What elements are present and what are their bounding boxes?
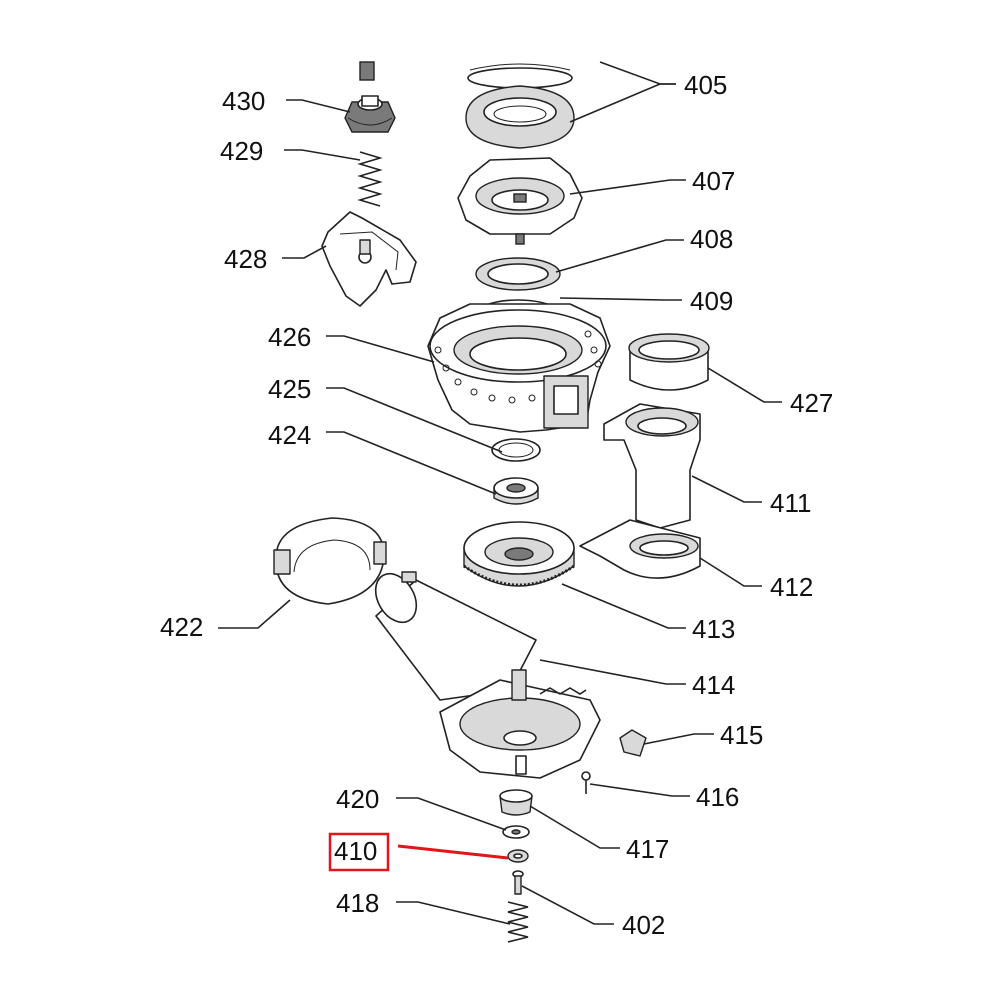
leader-427 (707, 367, 782, 403)
leader-430 (286, 99, 351, 113)
part-417-cap (499, 789, 533, 816)
leader-426 (326, 335, 435, 363)
part-422-clamp-ring (273, 517, 387, 605)
leader-420 (396, 797, 507, 831)
label-407: 407 (692, 166, 735, 196)
label-426: 426 (268, 322, 311, 352)
part-425-gasket (491, 438, 541, 462)
leader-413 (561, 583, 686, 629)
label-430: 430 (222, 86, 265, 116)
label-413: 413 (692, 614, 735, 644)
part-413-gear-wheel (463, 521, 575, 587)
part-426-housing (427, 303, 611, 433)
leader-407 (569, 179, 686, 195)
leader-424 (326, 431, 497, 495)
label-416: 416 (696, 782, 739, 812)
label-412: 412 (770, 572, 813, 602)
label-405: 405 (684, 70, 727, 100)
label-417: 417 (626, 834, 669, 864)
label-414: 414 (692, 670, 735, 700)
leader-411 (691, 475, 762, 503)
leader-lines (218, 61, 782, 925)
part-labels: 430 429 428 405 407 408 409 426 427 425 … (160, 70, 833, 940)
highlight-box-410 (328, 832, 390, 872)
leader-405a (599, 61, 676, 85)
leader-416 (589, 783, 690, 797)
leader-412 (699, 557, 762, 587)
part-402-bolt (512, 870, 524, 895)
label-429: 429 (220, 136, 263, 166)
part-412-flange (579, 519, 701, 579)
part-420-washer (502, 825, 530, 839)
leader-418 (396, 901, 511, 925)
leader-425 (326, 387, 503, 453)
label-420: 420 (336, 784, 379, 814)
part-408-ring (475, 257, 561, 291)
part-416-screw (581, 771, 591, 794)
part-415-clip (619, 729, 647, 757)
leader-402 (521, 885, 614, 925)
part-410-ring (507, 849, 529, 863)
part-427-spout (628, 333, 710, 391)
part-430-gear-knob (344, 61, 396, 133)
leader-422 (218, 599, 291, 629)
label-425: 425 (268, 374, 311, 404)
label-427: 427 (790, 388, 833, 418)
leader-417 (529, 805, 620, 849)
leader-429 (284, 149, 361, 161)
label-428: 428 (224, 244, 267, 274)
part-411-chute (603, 403, 701, 529)
part-414-motor-housing (374, 571, 601, 779)
leader-415 (643, 733, 714, 745)
part-418-spring (507, 901, 529, 943)
leader-428 (282, 245, 327, 259)
label-411: 411 (770, 488, 811, 518)
leader-405b (569, 83, 676, 123)
part-407-drive-plate (457, 157, 583, 245)
label-410: 410 (334, 836, 377, 866)
label-418: 418 (336, 888, 379, 918)
part-428-bracket (321, 211, 417, 307)
label-415: 415 (720, 720, 763, 750)
part-405-rings (465, 63, 575, 149)
leader-414 (539, 659, 686, 685)
part-429-spring (357, 151, 383, 207)
label-408: 408 (690, 224, 733, 254)
leader-408 (555, 239, 684, 273)
label-409: 409 (690, 286, 733, 316)
leader-409 (559, 297, 682, 301)
label-422: 422 (160, 612, 203, 642)
label-424: 424 (268, 420, 311, 450)
part-424-washer (493, 477, 539, 505)
label-402: 402 (622, 910, 665, 940)
leader-410-highlight (397, 844, 509, 860)
